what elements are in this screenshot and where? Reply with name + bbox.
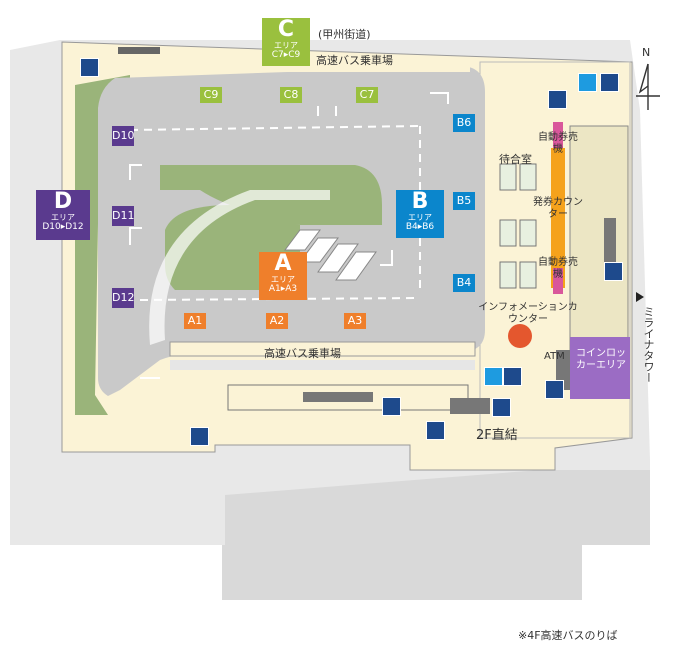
bay-c9: C9	[200, 87, 222, 103]
area-d-sub: エリア	[51, 213, 75, 223]
bay-c8: C8	[280, 87, 302, 103]
hatched-ramp	[149, 190, 330, 345]
bay-b5: B5	[453, 192, 475, 210]
ticket-counter-label: 発券カウンター	[533, 197, 583, 220]
area-c-sub: エリア	[274, 41, 298, 51]
toilet-icon	[578, 73, 597, 92]
hatch-bottom	[170, 360, 475, 370]
area-c-letter: C	[277, 17, 295, 42]
elevator-icon	[426, 421, 445, 440]
wall-bottom	[227, 384, 469, 411]
ticket-machine-1-label: 自動券売機	[538, 132, 578, 155]
wheelchair-icon	[503, 367, 522, 386]
coin-locker-label: コインロッカーエリア	[576, 348, 626, 371]
arrow-to-tower	[636, 292, 644, 302]
bay-a3: A3	[344, 313, 366, 329]
vending-bottom	[553, 268, 563, 294]
green-strip-left	[75, 75, 130, 415]
waiting-chairs	[499, 163, 537, 289]
escalator-icon	[382, 397, 401, 416]
atm-label: ATM	[544, 351, 565, 362]
lower-ground	[225, 470, 650, 545]
mirai-tower-label: ミライナタワー	[642, 306, 655, 383]
area-c-range: C7▸C9	[271, 49, 301, 60]
escalator-icon	[604, 262, 623, 281]
right-room	[569, 125, 629, 359]
area-b-range: B4▸B6	[405, 221, 435, 232]
ticket-counter-bar	[551, 148, 565, 288]
area-a-badge: A エリア A1▸A3	[259, 251, 307, 300]
bus-platform-top-label: 高速バス乗車場	[316, 54, 393, 67]
platform-bottom	[169, 341, 476, 357]
north-label: N	[642, 46, 651, 59]
toilet-icon	[484, 367, 503, 386]
information-counter-label: インフォメーションカウンター	[478, 302, 578, 325]
bay-b4: B4	[453, 274, 475, 292]
elevator-icon	[80, 58, 99, 77]
area-d-badge: D エリア D10▸D12	[36, 189, 90, 240]
bay-c7: C7	[356, 87, 378, 103]
bay-a2: A2	[266, 313, 288, 329]
area-d-letter: D	[53, 189, 73, 214]
ticket-machine-2-label: 自動券売機	[538, 257, 578, 280]
bus-platform-bottom-label: 高速バス乗車場	[264, 347, 341, 360]
area-a-sub: エリア	[271, 275, 295, 285]
traffic-arrows	[129, 92, 449, 379]
escalator-icon	[492, 398, 511, 417]
stairs-top	[118, 47, 160, 54]
area-b-badge: B エリア B4▸B6	[396, 189, 444, 238]
waiting-room-label: 待合室	[499, 153, 532, 166]
bay-b6: B6	[453, 114, 475, 132]
direct-2f-label: 2F直結	[476, 428, 518, 443]
area-b-letter: B	[411, 189, 429, 214]
area-d-range: D10▸D12	[42, 221, 84, 232]
area-c-badge: C エリア C7▸C9	[262, 17, 310, 66]
area-b-sub: エリア	[408, 213, 432, 223]
bay-a1: A1	[184, 313, 206, 329]
stairs-2f	[450, 398, 490, 414]
area-a-range: A1▸A3	[268, 283, 298, 294]
bay-d12: D12	[112, 288, 134, 308]
area-a-letter: A	[274, 251, 292, 276]
stairs-bottom	[303, 392, 373, 402]
stairs-right	[604, 218, 616, 264]
bay-d10: D10	[112, 126, 134, 146]
elevator-icon	[548, 90, 567, 109]
bay-d11: D11	[112, 206, 134, 226]
coin-locker-box	[570, 337, 630, 399]
compass	[636, 63, 660, 110]
lower-ground-block	[222, 545, 582, 600]
bus-bays-center	[284, 229, 377, 281]
area-c-note: (甲州街道)	[318, 28, 371, 41]
escalator-icon	[545, 380, 564, 399]
elevator-icon	[190, 427, 209, 446]
info-counter-circle	[508, 324, 532, 348]
vending-top	[553, 122, 563, 148]
wheelchair-icon	[600, 73, 619, 92]
footnote: ※4F高速バスのりば	[518, 629, 618, 642]
